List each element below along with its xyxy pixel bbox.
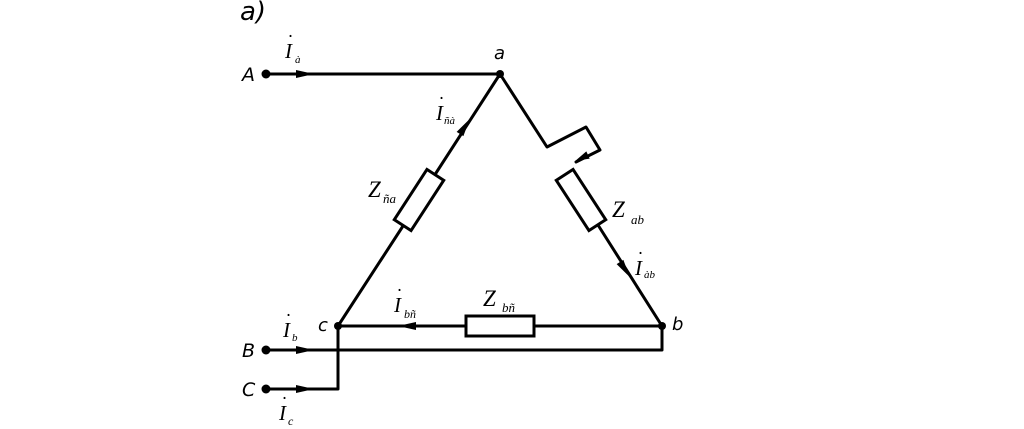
svg-text:bñ: bñ (502, 300, 516, 315)
svg-text:I: I (435, 101, 444, 125)
terminal-b-label: B (242, 340, 255, 362)
wire-line-b (264, 324, 664, 352)
svg-text:·: · (286, 305, 291, 325)
svg-text:ña: ña (383, 191, 397, 206)
current-label-b: · I b (282, 305, 298, 344)
current-label-a: · I à (284, 26, 301, 66)
impedance-label-ca: Z ña (368, 177, 397, 206)
impedance-bc-box (464, 314, 536, 338)
wire-side-ab-lower (596, 223, 664, 328)
svg-text:Z: Z (368, 177, 381, 202)
current-label-ca: · I ñà (435, 88, 456, 127)
node-a-label: a (494, 43, 505, 64)
arrow-line-b-icon (296, 346, 314, 354)
current-label-c: · I c (278, 388, 294, 428)
svg-text:bñ: bñ (404, 307, 416, 321)
node-c-label: c (318, 315, 328, 336)
arrow-phase-bc-icon (398, 322, 416, 330)
svg-text:ñà: ñà (444, 115, 456, 127)
svg-text:àb: àb (644, 269, 656, 281)
svg-text:c: c (288, 414, 294, 428)
svg-text:·: · (282, 388, 287, 408)
node-b-label: b (672, 314, 683, 335)
terminal-b-dot (261, 345, 271, 355)
impedance-ab-box (554, 167, 608, 233)
node-a-dot (496, 70, 504, 78)
svg-text:b: b (292, 332, 298, 344)
svg-text:I: I (284, 39, 293, 63)
svg-text:·: · (288, 26, 293, 46)
wire-side-ab-upper (498, 72, 602, 164)
wire-side-ca-lower (336, 224, 405, 328)
arrow-line-a-icon (296, 70, 314, 78)
node-b-dot (658, 322, 666, 330)
terminal-c-label: C (242, 379, 256, 401)
current-label-bc: · I bñ (393, 280, 416, 321)
figure-label: a) (240, 0, 266, 27)
impedance-label-ab: Z ab (612, 197, 645, 227)
svg-text:·: · (439, 88, 444, 108)
svg-text:·: · (397, 280, 402, 300)
svg-text:I: I (278, 401, 287, 425)
impedance-label-bc: Z bñ (483, 286, 516, 315)
arrow-phase-ca-icon (456, 118, 470, 137)
current-label-ab: · I àb (634, 243, 656, 281)
terminal-a-label: A (240, 64, 255, 86)
terminal-a-dot (261, 69, 271, 79)
svg-text:ab: ab (631, 212, 645, 227)
arrow-jog-ab-icon (575, 151, 590, 161)
terminal-c-dot (261, 384, 271, 394)
wire-line-c (264, 324, 340, 391)
svg-text:I: I (634, 256, 643, 280)
impedance-ca-box (392, 167, 446, 233)
svg-text:à: à (295, 54, 301, 66)
svg-text:Z: Z (483, 286, 496, 311)
arrow-line-c-icon (296, 385, 314, 393)
svg-text:Z: Z (612, 197, 625, 222)
svg-text:I: I (393, 293, 402, 317)
svg-text:·: · (638, 243, 643, 263)
arrow-phase-ab-icon (616, 259, 630, 278)
svg-text:I: I (282, 318, 291, 342)
node-c-dot (334, 322, 342, 330)
